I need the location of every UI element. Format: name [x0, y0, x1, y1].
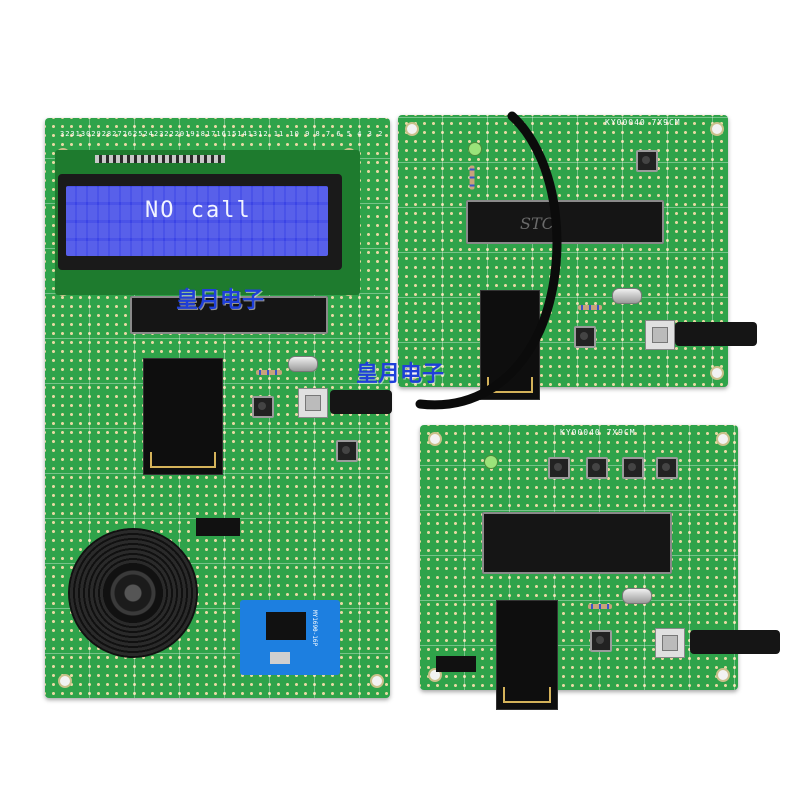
top-board-label: KY00040 7X9CM: [605, 118, 681, 127]
push-button[interactable]: [574, 326, 596, 348]
mount-hole: [710, 122, 724, 136]
mount-hole: [428, 432, 442, 446]
push-button[interactable]: [586, 457, 608, 479]
push-button[interactable]: [656, 457, 678, 479]
voltage-regulator: [196, 518, 240, 536]
transmitter-pcb-board-top: [398, 115, 728, 387]
power-switch[interactable]: [645, 320, 675, 350]
mount-hole: [710, 366, 724, 380]
antenna-trace: [150, 452, 216, 468]
dc-power-jack: [330, 390, 392, 414]
mp3-module-chip: [266, 612, 306, 640]
power-switch[interactable]: [655, 628, 685, 658]
resistor: [578, 305, 602, 310]
microcontroller-chip: [482, 512, 672, 574]
dc-power-jack: [675, 322, 757, 346]
push-button[interactable]: [548, 457, 570, 479]
microcontroller-chip: [466, 200, 664, 244]
lcd-pin-header: [95, 155, 225, 163]
power-cable-path: [415, 111, 562, 410]
chip-marking: STC: [520, 214, 554, 233]
voltage-regulator: [436, 656, 476, 672]
mount-hole: [370, 674, 384, 688]
speaker-cone: [103, 563, 163, 623]
microcontroller-chip: [130, 296, 328, 334]
lcd-screen: [66, 186, 328, 256]
mount-hole: [716, 432, 730, 446]
mount-hole: [405, 366, 419, 380]
nrf24-radio-module: [143, 358, 223, 475]
main-board-pin-numbers: 3231302928272625242322201918171615141312…: [60, 130, 384, 138]
lcd-display-text: NO call: [145, 198, 252, 223]
power-switch[interactable]: [298, 388, 328, 418]
push-button[interactable]: [336, 440, 358, 462]
resistor: [588, 604, 612, 609]
resistor: [256, 370, 282, 375]
push-button[interactable]: [622, 457, 644, 479]
mount-hole: [405, 122, 419, 136]
antenna-trace: [503, 687, 551, 703]
push-button[interactable]: [590, 630, 612, 652]
green-led: [484, 455, 498, 469]
bottom-board-label: KY00040 7X9CM: [560, 428, 636, 437]
usb-port: [270, 652, 290, 664]
antenna-trace: [487, 377, 533, 393]
watermark-center: 皇月电子: [176, 288, 265, 313]
mount-hole: [716, 668, 730, 682]
crystal-oscillator: [612, 288, 642, 304]
crystal-oscillator: [288, 356, 318, 372]
watermark-overlay: 皇月电子: [356, 362, 445, 387]
mount-hole: [58, 674, 72, 688]
push-button[interactable]: [636, 150, 658, 172]
dc-power-jack: [690, 630, 780, 654]
nrf24-radio-module: [496, 600, 558, 710]
green-led: [468, 142, 482, 156]
crystal-oscillator: [622, 588, 652, 604]
push-button[interactable]: [252, 396, 274, 418]
